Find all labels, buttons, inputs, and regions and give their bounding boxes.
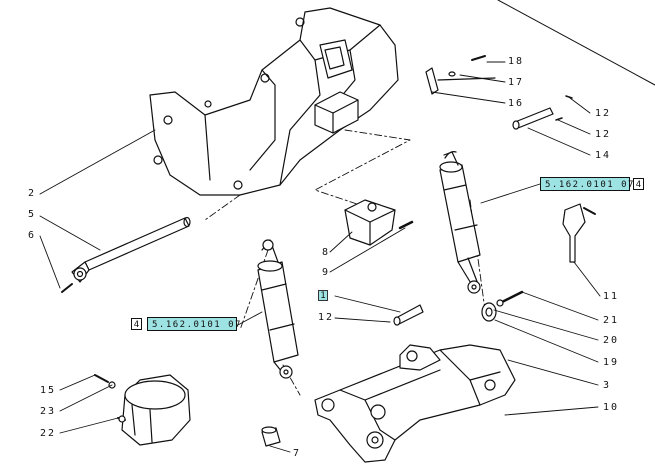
reference-number-right[interactable]: 4 xyxy=(633,178,644,190)
hydraulic-cylinder-right xyxy=(439,151,481,294)
sensor-bracket xyxy=(562,203,596,263)
callout-5: 5 xyxy=(28,209,37,220)
reference-code-left[interactable]: 5.162.0101 07 xyxy=(147,317,240,331)
main-support-bracket xyxy=(149,7,399,196)
callout-9: 9 xyxy=(322,267,331,278)
callout-1[interactable]: 1 xyxy=(318,290,328,301)
pin-clip xyxy=(425,55,496,95)
callout-2: 2 xyxy=(28,188,37,199)
callout-11: 11 xyxy=(603,291,620,302)
pivot-pin xyxy=(512,95,573,130)
callout-15: 15 xyxy=(40,385,57,396)
callout-16: 16 xyxy=(508,98,525,109)
callout-17: 17 xyxy=(508,77,525,88)
long-pin xyxy=(61,216,191,293)
callout-19: 19 xyxy=(603,357,620,368)
small-pin xyxy=(393,304,424,326)
valve-unit xyxy=(94,374,191,446)
callout-12-middle: 12 xyxy=(595,129,612,140)
callout-12-lower: 12 xyxy=(318,312,335,323)
callout-8: 8 xyxy=(322,247,331,258)
bushing xyxy=(261,426,281,447)
leader-lines xyxy=(39,61,601,453)
mounting-block xyxy=(314,91,359,134)
lift-arm xyxy=(314,344,516,463)
callout-3: 3 xyxy=(603,380,612,391)
callout-22: 22 xyxy=(40,428,57,439)
callout-12-upper: 12 xyxy=(595,108,612,119)
washer xyxy=(481,302,497,322)
callout-23: 23 xyxy=(40,406,57,417)
border-line xyxy=(497,0,655,86)
callout-7: 7 xyxy=(293,448,302,459)
callout-6: 6 xyxy=(28,230,37,241)
bolt xyxy=(496,290,524,307)
callout-10: 10 xyxy=(603,402,620,413)
callout-20: 20 xyxy=(603,335,620,346)
hydraulic-cylinder-left xyxy=(257,239,299,379)
callout-14: 14 xyxy=(595,150,612,161)
callout-21: 21 xyxy=(603,315,620,326)
reference-number-left[interactable]: 4 xyxy=(131,318,142,330)
callout-18: 18 xyxy=(508,56,525,67)
pivot-block xyxy=(344,199,414,246)
reference-code-right[interactable]: 5.162.0101 07 xyxy=(540,177,633,191)
